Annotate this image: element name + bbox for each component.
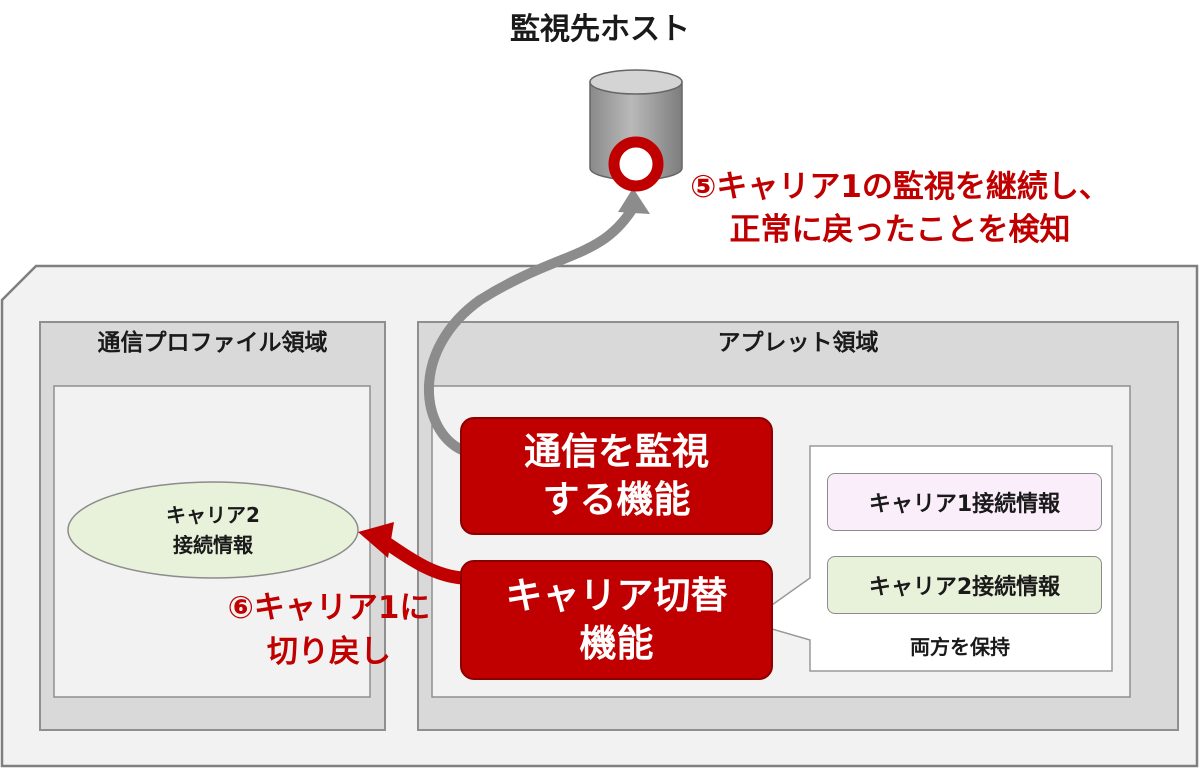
- keep-both-label: 両方を保持: [910, 634, 1010, 659]
- switch-function-line2: 機能: [579, 622, 654, 665]
- applet-area-title: アプレット領域: [717, 330, 879, 356]
- carrier1-connection-info: キャリア1接続情報: [827, 473, 1102, 531]
- monitor-function-box: 通信を監視 する機能: [460, 417, 773, 535]
- monitor-arrow: [423, 203, 638, 455]
- profile-area-title: 通信プロファイル領域: [97, 330, 328, 356]
- carrier2-oval: [67, 481, 359, 579]
- step6-annotation: ⑥キャリア1に 切り戻し: [210, 586, 448, 674]
- carrier2-connection-info: キャリア2接続情報: [827, 556, 1102, 614]
- monitor-function-line1: 通信を監視: [524, 430, 709, 473]
- ok-circle-icon: [608, 136, 664, 192]
- switch-arrow: [378, 535, 469, 585]
- monitor-arrow-head: [618, 188, 650, 214]
- step6-line2: 切り戻し: [267, 634, 391, 670]
- host-title: 監視先ホスト: [510, 12, 690, 47]
- step5-line1: ⑤キャリア1の監視を継続し、: [690, 169, 1110, 205]
- step6-line1: ⑥キャリア1に: [227, 590, 431, 626]
- switch-function-line1: キャリア切替: [505, 574, 728, 617]
- step5-annotation: ⑤キャリア1の監視を継続し、 正常に戻ったことを検知: [660, 166, 1140, 252]
- carrier2-profile-info: キャリア2 接続情報: [68, 482, 358, 578]
- monitor-function-line2: する機能: [542, 478, 691, 521]
- step5-line2: 正常に戻ったことを検知: [729, 212, 1071, 248]
- carrier2-profile-line1: キャリア2: [166, 503, 260, 527]
- carrier2-profile-line2: 接続情報: [173, 533, 253, 557]
- switch-arrow-head: [358, 522, 394, 558]
- carrier-switch-function-box: キャリア切替 機能: [460, 560, 773, 680]
